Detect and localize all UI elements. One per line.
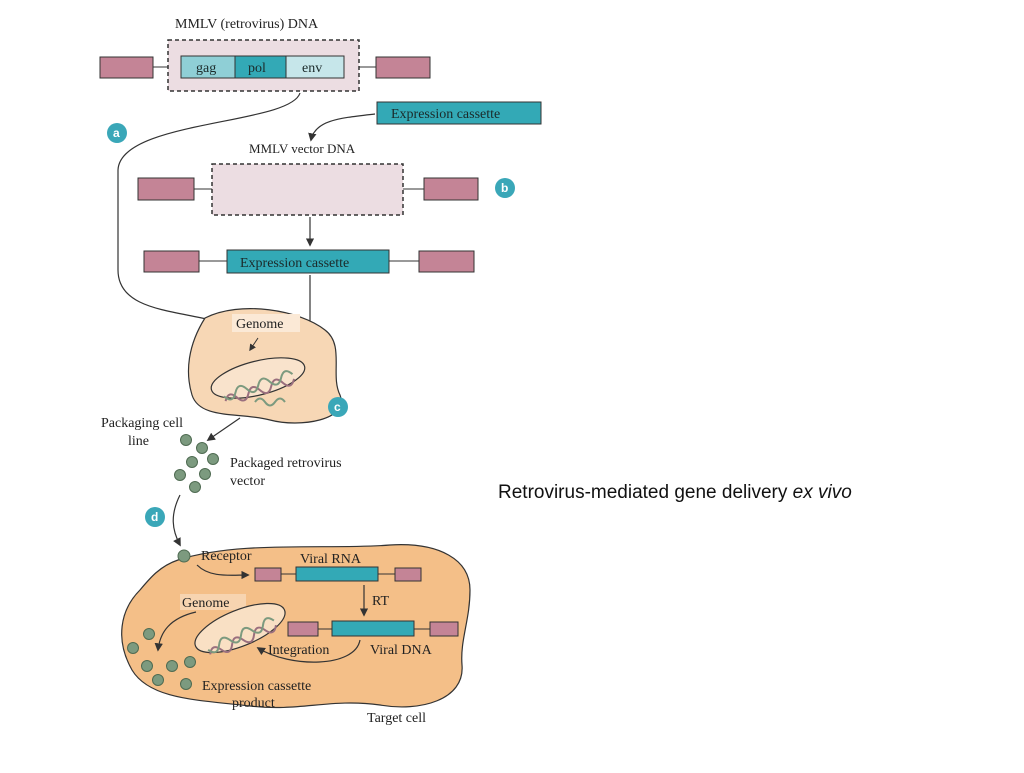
packaging-cell-line-label-1: Packaging cell <box>101 416 183 431</box>
virion-to-target-arrow <box>172 494 181 547</box>
product-protein <box>141 660 153 672</box>
product-protein <box>184 656 196 668</box>
virion <box>174 469 186 481</box>
construct-ltr-left <box>143 250 200 273</box>
vector-ltr-left <box>137 177 195 201</box>
packaged-virions <box>174 434 219 493</box>
product-protein <box>166 660 178 672</box>
packaging-dna-strand-2 <box>223 370 294 401</box>
vector-ltr-right <box>423 177 479 201</box>
caption-italic: ex vivo <box>792 482 852 503</box>
viral-rna-label: Viral RNA <box>300 552 362 567</box>
genome-pointer <box>249 337 259 352</box>
target-cell-label: Target cell <box>367 711 426 726</box>
expression-arrow <box>154 611 197 652</box>
packaging-dna-strand-1 <box>224 378 296 402</box>
rna-ltr-left <box>254 567 282 582</box>
gene-env <box>285 55 345 79</box>
step-badge-a <box>107 123 127 143</box>
gag-label: gag <box>196 61 216 76</box>
expression-cassette-top-label: Expression cassette <box>391 107 500 122</box>
badge-d-label: d <box>151 510 158 524</box>
receptor-label: Receptor <box>201 549 252 564</box>
caption-text: Retrovirus-mediated gene delivery <box>498 482 793 503</box>
cell-to-virions-arrow <box>206 417 241 441</box>
expression-cassette-top <box>376 101 542 125</box>
badge-b-label: b <box>501 181 508 195</box>
dna-cassette <box>331 620 415 637</box>
virion <box>199 468 211 480</box>
mmlv-vector-box <box>211 163 404 216</box>
packaging-genome-label: Genome <box>236 317 283 332</box>
badge-c-label: c <box>334 400 341 414</box>
viral-dna-label: Viral DNA <box>370 643 433 658</box>
packaging-genome-bg <box>232 314 300 332</box>
entry-arrow <box>196 564 250 580</box>
mmlv-dna-title: MMLV (retrovirus) DNA <box>175 17 319 32</box>
virion <box>180 434 192 446</box>
vector-dna-fragment <box>254 397 286 407</box>
integration-arrow <box>256 639 361 663</box>
dna-ltr-right <box>429 621 459 637</box>
rna-cassette <box>295 566 379 582</box>
integration-label: Integration <box>268 643 329 658</box>
product-label-2: product <box>232 696 275 711</box>
slide-caption: Retrovirus-mediated gene delivery ex viv… <box>498 482 852 504</box>
dna-ltr-left <box>287 621 319 637</box>
expression-products <box>127 628 196 690</box>
step-badge-d <box>145 507 165 527</box>
cassette-to-vector-arrow <box>308 113 376 142</box>
ltr-right <box>375 56 431 79</box>
virion <box>207 453 219 465</box>
target-genome-bg <box>180 594 246 610</box>
product-label-1: Expression cassette <box>202 679 311 694</box>
badge-a-label: a <box>113 126 120 140</box>
virion <box>196 442 208 454</box>
pol-label: pol <box>248 61 266 76</box>
target-dna-strand-2 <box>207 617 275 654</box>
mmlv-vector-title: MMLV vector DNA <box>249 141 356 156</box>
bound-virion <box>177 549 191 563</box>
virion <box>186 456 198 468</box>
step-badge-c <box>328 397 348 417</box>
packaging-cell-line-label-2: line <box>128 434 149 449</box>
step-badge-b <box>495 178 515 198</box>
construct-cassette-label: Expression cassette <box>240 256 349 271</box>
target-nucleus <box>194 602 286 654</box>
packaged-vector-label-2: vector <box>230 474 265 489</box>
packaging-nucleus <box>210 357 306 399</box>
product-protein <box>180 678 192 690</box>
target-dna-strand-1 <box>209 624 277 655</box>
packaged-vector-label-1: Packaged retrovirus <box>230 456 342 471</box>
construct-ltr-right <box>418 250 475 273</box>
product-protein <box>127 642 139 654</box>
product-protein <box>152 674 164 686</box>
target-genome-label: Genome <box>182 596 229 611</box>
ltr-left <box>99 56 154 79</box>
rna-ltr-right <box>394 567 422 582</box>
env-label: env <box>302 61 322 76</box>
rt-label: RT <box>372 594 389 609</box>
virion <box>189 481 201 493</box>
product-protein <box>143 628 155 640</box>
